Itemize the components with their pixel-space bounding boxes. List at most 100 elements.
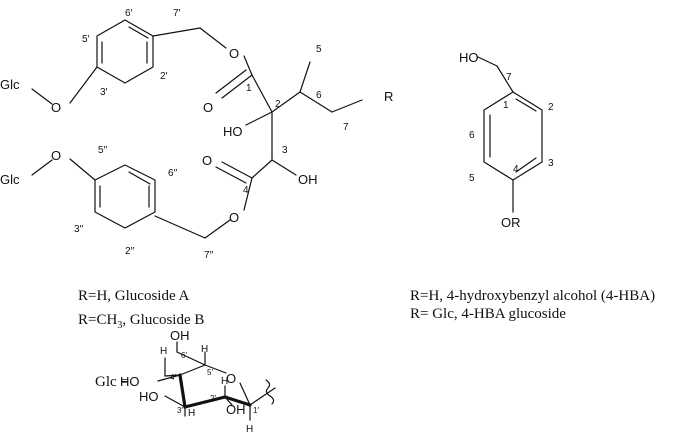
o-ester-top: O <box>229 46 239 61</box>
locant-3: 3 <box>282 145 288 156</box>
locant-1: 1 <box>246 83 252 94</box>
bond-ch2-ring <box>496 65 514 93</box>
bond-c3-ho <box>164 395 186 408</box>
glc-oh-right: OH <box>226 402 246 417</box>
glc-h-top-right: H <box>201 344 208 355</box>
glc-ring-o: O <box>226 371 236 386</box>
bond-o-ch2-bottom <box>204 219 231 239</box>
glc-locant-5p: 5′ <box>207 368 213 377</box>
4-hba-structure: HO OR 7 1 2 3 4 5 6 <box>459 50 554 230</box>
glc-ho-lower: HO <box>139 389 159 404</box>
caption-glucoside-a: R=H, Glucoside A <box>78 288 190 304</box>
o-carbonyl-bottom: O <box>202 153 212 168</box>
glc-locant-3p: 3′ <box>177 406 183 415</box>
bond-ho-ch2 <box>477 56 498 67</box>
locant-3: 3 <box>548 158 554 169</box>
glc-locant-4p: 4′ <box>170 373 176 382</box>
locant-5-double-prime: 5′′ <box>98 145 107 156</box>
o-ester-bottom: O <box>229 210 239 225</box>
bond-c4-c3 <box>178 373 187 409</box>
bond-c2-c1 <box>223 395 252 407</box>
glc-h-lower: H <box>188 408 195 419</box>
glc-equals-label: Glc = <box>95 374 129 390</box>
r-group: R <box>384 89 393 104</box>
locant-4: 4 <box>513 164 519 175</box>
locant-6-prime: 6′ <box>125 8 133 19</box>
bond-c1-o-carbonyl <box>221 74 253 99</box>
glc-h-top-left: H <box>160 346 167 357</box>
bond-c5-o <box>204 364 227 374</box>
glc-locant-6p: 6′ <box>181 351 187 360</box>
ho-c2: HO <box>223 124 243 139</box>
locant-3-double-prime: 3′′ <box>74 224 83 235</box>
bond-c4-o-carbonyl <box>221 161 253 179</box>
locant-7: 7 <box>506 72 512 83</box>
locant-1: 1 <box>503 100 509 111</box>
glc-label-bottom: Glc <box>0 172 20 187</box>
bond-ch2-o-top <box>199 27 227 49</box>
ho-label: HO <box>459 50 479 65</box>
locant-7-prime: 7′ <box>173 8 181 19</box>
locant-5: 5 <box>316 44 322 55</box>
bond-c4-o-ester <box>243 177 253 211</box>
bond-c2-oh <box>245 111 273 126</box>
locant-5-prime: 5′ <box>82 34 90 45</box>
locant-5: 5 <box>469 173 475 184</box>
bond-c3-oh <box>271 159 297 176</box>
glucose-chair-structure: Glc = OH HO HO OH O H H H H <box>95 328 276 435</box>
captions: R=H, Glucoside A R=CH3, Glucoside B R=H,… <box>78 288 655 331</box>
locant-2: 2 <box>275 99 281 110</box>
bond-c7-r <box>331 99 363 113</box>
locant-7-double-prime: 7′′ <box>204 250 213 261</box>
bond-ring-o-bottom <box>69 158 96 181</box>
caption-4-hba-glucoside: R= Glc, 4-HBA glucoside <box>410 306 566 322</box>
bond-o-c1 <box>243 55 253 76</box>
oh-c3: OH <box>298 172 318 187</box>
bond-c4-ho <box>157 374 181 382</box>
bond-c2-oh <box>224 396 233 406</box>
locant-7: 7 <box>343 122 349 133</box>
bond-ch2-ring-bottom <box>154 215 206 239</box>
locant-6-double-prime: 6′′ <box>168 168 177 179</box>
glc-locant-2p: 2′ <box>210 394 216 403</box>
bond-c3-c2 <box>183 395 227 409</box>
bond-ring-o-top <box>69 66 98 104</box>
glc-h-bottom: H <box>246 424 253 435</box>
glc-ho-left: HO <box>120 374 140 389</box>
o-carbonyl-top: O <box>203 100 213 115</box>
locant-4: 4 <box>243 185 249 196</box>
bond-c1-c2 <box>251 74 273 113</box>
bond-c1-linkage <box>249 387 276 406</box>
bond-c6-c7 <box>299 91 333 113</box>
bond-o-glc-top <box>31 88 53 105</box>
glc-oh-top: OH <box>170 328 190 343</box>
bottom-benzene-ring <box>94 164 156 229</box>
locant-6: 6 <box>316 90 322 101</box>
caption-glucoside-b: R=CH3, Glucoside B <box>78 312 204 331</box>
bond-c4-c5 <box>179 364 206 376</box>
glc-locant-1p: 1′ <box>253 406 259 415</box>
bond-c5-c6 <box>176 351 206 366</box>
glucoside-ab-structure: Glc O Glc O O O HO OH O O R 6′ 7′ 5′ 2′ … <box>0 8 393 261</box>
bond-ring-ch2-top <box>152 27 201 37</box>
locant-6: 6 <box>469 130 475 141</box>
bond-c6-c5 <box>299 61 311 93</box>
bond-o-c1 <box>239 382 251 406</box>
o-label-top: O <box>51 100 61 115</box>
or-label: OR <box>501 215 521 230</box>
bond-c3-c4 <box>251 159 273 179</box>
wavy-linkage-icon <box>265 379 275 405</box>
o-label-bottom: O <box>51 148 61 163</box>
glc-h-mid: H <box>221 376 228 387</box>
locant-2-double-prime: 2′′ <box>125 246 134 257</box>
top-benzene-ring <box>96 19 154 84</box>
locant-3-prime: 3′ <box>100 87 108 98</box>
bond-c2-c6 <box>271 91 301 113</box>
bond-o-glc-bottom <box>31 159 53 176</box>
locant-2-prime: 2′ <box>160 71 168 82</box>
locant-2: 2 <box>548 102 554 113</box>
caption-4-hba: R=H, 4-hydroxybenzyl alcohol (4-HBA) <box>410 288 655 304</box>
glc-label-top: Glc <box>0 77 20 92</box>
